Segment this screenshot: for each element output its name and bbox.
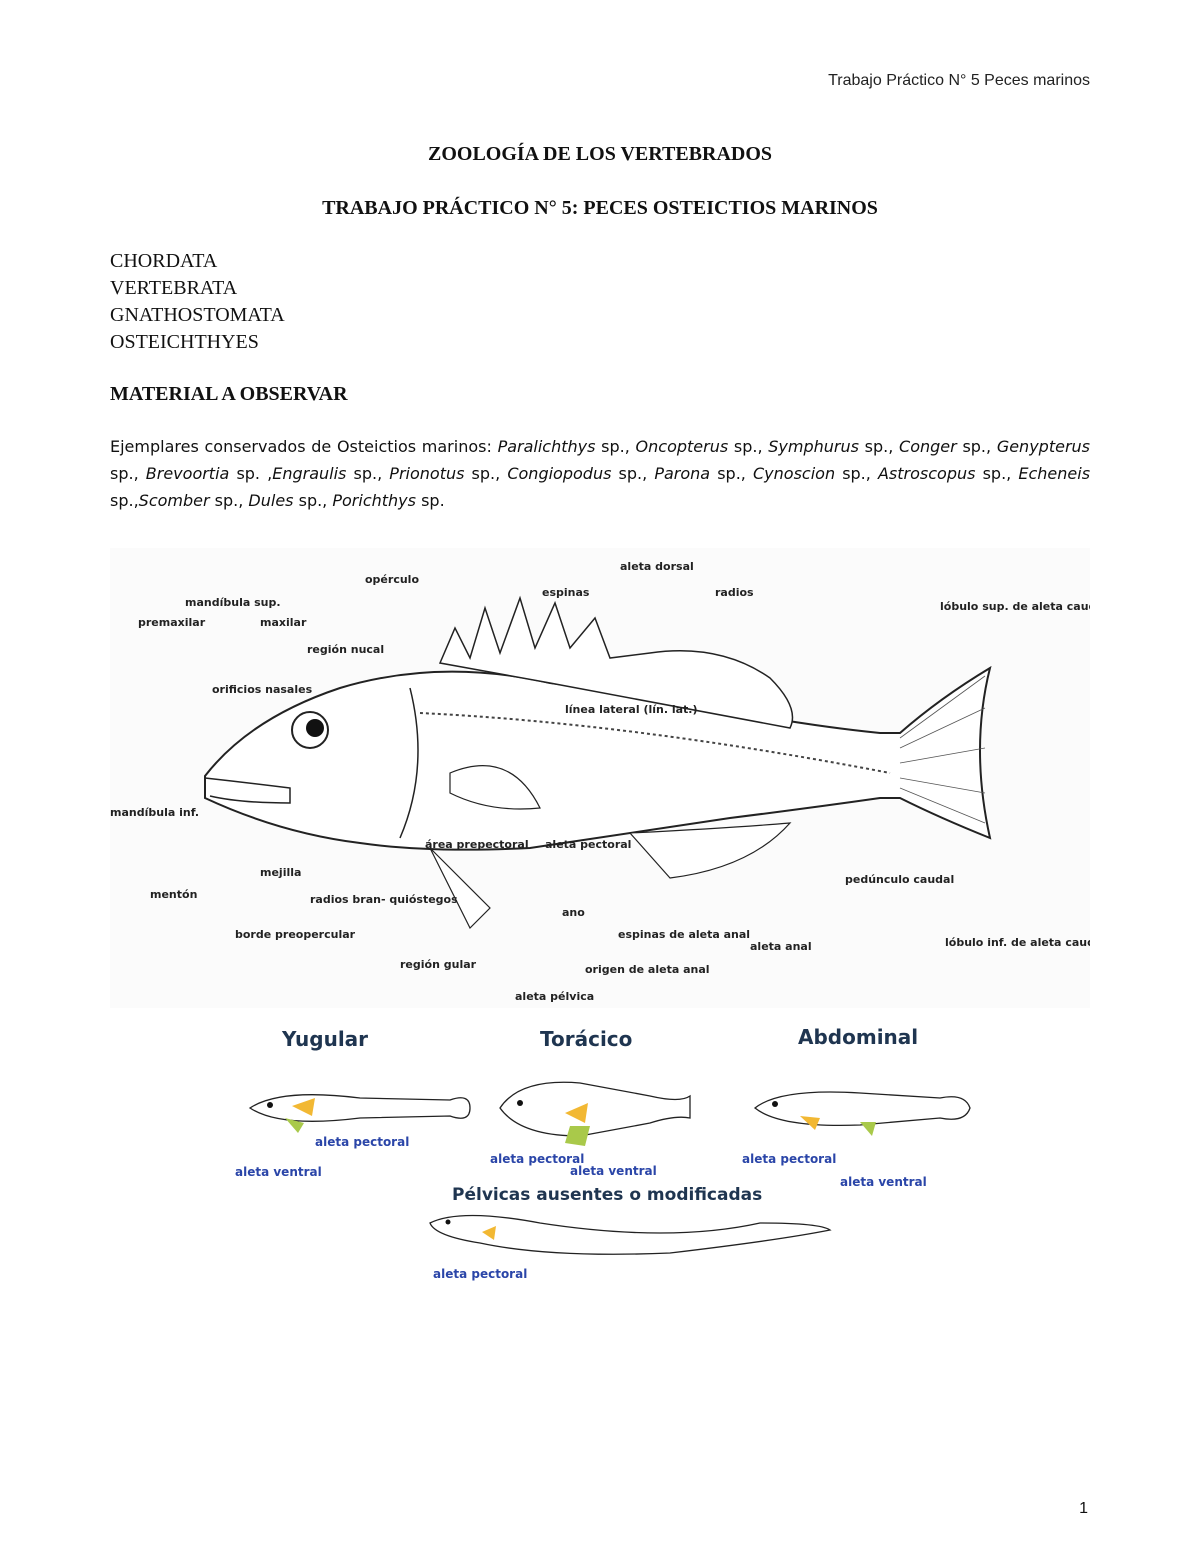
species-genus: Paralichthys — [497, 437, 596, 456]
taxon-gnathostomata: GNATHOSTOMATA — [110, 304, 285, 326]
species-genus: Symphurus — [768, 437, 859, 456]
species-genus: Dules — [248, 491, 294, 510]
label-orificios-nasales: orificios nasales — [212, 683, 313, 696]
species-suffix: sp., — [975, 464, 1019, 483]
abdominal-label-ventral: aleta ventral — [840, 1175, 927, 1189]
label-radios-branquiostegos: radios bran- quióstegos — [310, 893, 458, 906]
label-mandibula-inf: mandíbula inf. — [110, 806, 199, 819]
species-genus: Parona — [654, 464, 711, 483]
label-aleta-pelvica: aleta pélvica — [515, 990, 594, 1003]
pelvic-fin — [429, 847, 491, 930]
yugular-fish — [248, 1094, 471, 1133]
eel-label-pectoral: aleta pectoral — [433, 1267, 527, 1281]
dorsal-fin — [438, 595, 794, 729]
label-pedunculo-caudal: pedúnculo caudal — [845, 873, 954, 886]
material-paragraph: Ejemplares conservados de Osteictios mar… — [110, 433, 1090, 514]
pelvic-positions-figure: Yugular Torácico Abdominal aleta pectora… — [235, 1025, 971, 1281]
label-ano: ano — [562, 906, 585, 919]
fish-anatomy-diagram: mandíbula sup. premaxilar maxilar opércu… — [110, 548, 1090, 1008]
label-lobulo-inf: lóbulo inf. de aleta caudal — [945, 936, 1090, 949]
species-list: Paralichthys sp., Oncopterus sp., Symphu… — [110, 437, 1090, 510]
yugular-label-pectoral: aleta pectoral — [315, 1135, 409, 1149]
toracico-label-pectoral: aleta pectoral — [490, 1152, 584, 1166]
species-genus: Oncopterus — [635, 437, 729, 456]
abdominal-label-pectoral: aleta pectoral — [742, 1152, 836, 1166]
species-suffix: sp., — [858, 437, 900, 456]
yugular-label-ventral: aleta ventral — [235, 1165, 322, 1179]
heading-ausentes: Pélvicas ausentes o modificadas — [452, 1185, 762, 1205]
running-header: Trabajo Práctico N° 5 Peces marinos — [828, 72, 1090, 89]
taxon-vertebrata: VERTEBRATA — [110, 277, 238, 299]
species-suffix: sp., — [595, 437, 636, 456]
label-operculo: opérculo — [365, 573, 419, 586]
species-suffix: sp. , — [229, 464, 273, 483]
species-genus: Genypterus — [996, 437, 1090, 456]
label-aleta-pectoral: aleta pectoral — [545, 838, 631, 851]
species-genus: Cynoscion — [753, 464, 836, 483]
species-genus: Prionotus — [389, 464, 465, 483]
label-aleta-anal: aleta anal — [750, 940, 812, 953]
label-mandibula-sup: mandíbula sup. — [185, 596, 281, 609]
species-suffix: sp., — [956, 437, 997, 456]
toracico-label-ventral: aleta ventral — [570, 1164, 657, 1178]
label-area-prepectoral: área prepectoral — [425, 838, 529, 851]
species-suffix: sp., — [110, 464, 146, 483]
section-heading: MATERIAL A OBSERVAR — [110, 383, 348, 405]
label-menton: mentón — [150, 888, 197, 901]
label-origen-aleta-anal: origen de aleta anal — [585, 963, 710, 976]
taxonomy-list: CHORDATA VERTEBRATA GNATHOSTOMATA OSTEIC… — [110, 248, 285, 356]
label-radios: radios — [715, 586, 754, 599]
anal-fin — [628, 822, 792, 879]
material-intro: Ejemplares conservados de Osteictios mar… — [110, 437, 498, 456]
species-suffix: sp., — [110, 491, 139, 510]
species-genus: Brevoortia — [145, 464, 230, 483]
heading-abdominal: Abdominal — [798, 1025, 918, 1049]
species-genus: Scomber — [138, 491, 210, 510]
label-borde-preopercular: borde preopercular — [235, 928, 356, 941]
label-linea-lateral: línea lateral (lín. lat.) — [565, 703, 698, 716]
species-genus: Astroscopus — [877, 464, 976, 483]
heading-yugular: Yugular — [281, 1027, 368, 1051]
species-suffix: sp., — [209, 491, 249, 510]
label-maxilar: maxilar — [260, 616, 307, 629]
label-premaxilar: premaxilar — [138, 616, 206, 629]
label-espinas: espinas — [542, 586, 590, 599]
page-number: 1 — [1079, 1500, 1088, 1517]
species-suffix: sp., — [346, 464, 390, 483]
species-suffix: sp., — [464, 464, 508, 483]
species-suffix: sp., — [728, 437, 769, 456]
species-suffix: sp. — [415, 491, 445, 510]
abdominal-fish — [753, 1091, 971, 1136]
species-genus: Conger — [899, 437, 957, 456]
species-suffix: sp., — [293, 491, 333, 510]
label-lobulo-sup: lóbulo sup. de aleta caudal — [940, 600, 1090, 613]
label-mejilla: mejilla — [260, 866, 301, 879]
taxon-osteichthyes: OSTEICHTHYES — [110, 331, 259, 353]
practical-title: TRABAJO PRÁCTICO N° 5: PECES OSTEICTIOS … — [322, 197, 878, 219]
species-genus: Engraulis — [272, 464, 347, 483]
label-region-gular: región gular — [400, 958, 477, 971]
label-espinas-aleta-anal: espinas de aleta anal — [618, 928, 750, 941]
pectoral-fin — [449, 765, 541, 810]
taxon-chordata: CHORDATA — [110, 250, 218, 272]
species-genus: Congiopodus — [507, 464, 612, 483]
heading-toracico: Torácico — [540, 1027, 632, 1051]
label-region-nucal: región nucal — [307, 643, 384, 656]
species-genus: Porichthys — [332, 491, 416, 510]
species-suffix: sp., — [611, 464, 655, 483]
label-aleta-dorsal: aleta dorsal — [620, 560, 694, 573]
eel-fish — [429, 1214, 832, 1255]
species-suffix: sp., — [835, 464, 878, 483]
species-suffix: sp., — [710, 464, 753, 483]
lateral-line — [419, 712, 891, 774]
course-title: ZOOLOGÍA DE LOS VERTEBRADOS — [427, 143, 773, 165]
toracico-fish — [499, 1081, 691, 1146]
species-genus: Echeneis — [1018, 464, 1091, 483]
